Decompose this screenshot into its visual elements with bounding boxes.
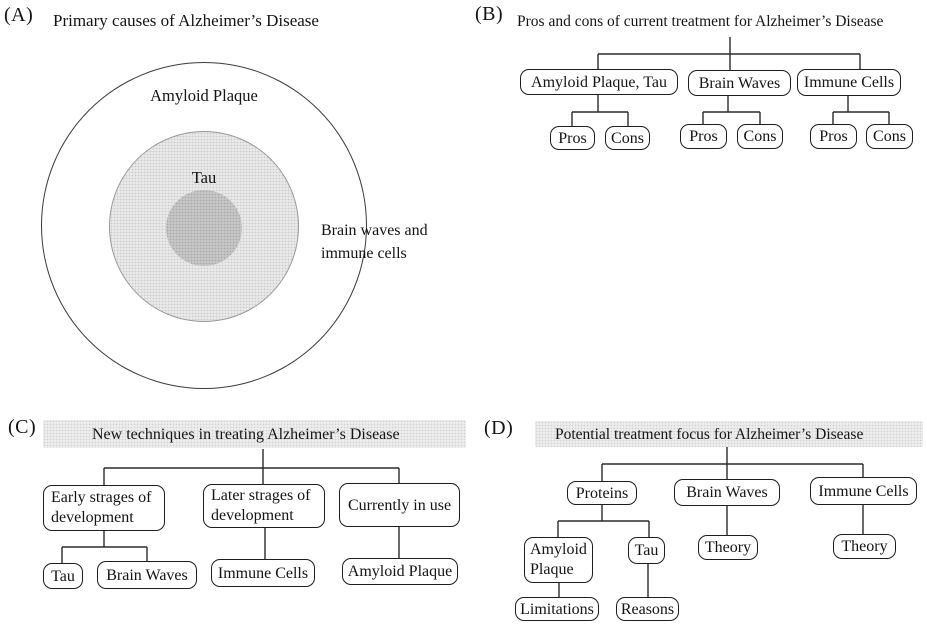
c-node-later-stages: Later strages of development	[203, 484, 325, 528]
c-node-early-stages: Early strages of development	[43, 485, 165, 531]
d-node-tau: Tau	[628, 537, 665, 564]
c-later-line-2: development	[211, 507, 294, 524]
b-node-pros-3: Pros	[810, 124, 857, 149]
c-node-brain-waves: Brain Waves	[97, 561, 197, 589]
b-node-cons-2: Cons	[737, 124, 783, 149]
panel-a-label: (A)	[4, 4, 34, 26]
panel-c-title: New techniques in treating Alzheimer’s D…	[92, 426, 400, 443]
d-node-immune-cells: Immune Cells	[810, 477, 917, 505]
c-later-line-1: Later strages of	[211, 487, 311, 504]
callout-line-1: Brain waves and	[321, 222, 428, 239]
b-node-brain-waves: Brain Waves	[688, 70, 791, 96]
panel-d-title: Potential treatment focus for Alzheimer’…	[555, 426, 864, 443]
middle-ring-label: Tau	[191, 168, 217, 187]
outer-ring-label: Amyloid Plaque	[150, 86, 258, 105]
panel-d-label: (D)	[484, 417, 514, 439]
c-early-line-1: Early strages of	[51, 489, 152, 506]
b-node-amyloid-plaque-tau: Amyloid Plaque, Tau	[520, 69, 678, 95]
c-early-line-2: development	[51, 509, 134, 526]
callout-line-2: immune cells	[321, 245, 407, 262]
c-node-tau: Tau	[43, 563, 83, 589]
panel-a-title: Primary causes of Alzheimer’s Disease	[53, 11, 319, 30]
b-node-pros-2: Pros	[680, 124, 727, 149]
d-node-brain-waves: Brain Waves	[674, 479, 780, 506]
panel-c-title-highlight	[43, 420, 466, 448]
b-node-pros-1: Pros	[550, 126, 595, 150]
c-node-currently-in-use: Currently in use	[339, 483, 460, 527]
panel-d-title-highlight	[535, 421, 923, 447]
b-node-immune-cells: Immune Cells	[797, 69, 901, 96]
d-node-proteins: Proteins	[567, 481, 637, 505]
d-node-theory-immune-cells: Theory	[833, 534, 896, 559]
d-amyloid-line-1: Amyloid	[530, 541, 587, 558]
d-node-theory-brain-waves: Theory	[698, 535, 758, 560]
inner-circle-brain-waves-immune-cells	[166, 190, 242, 266]
panel-c-label: (C)	[8, 416, 37, 438]
d-amyloid-line-2: Plaque	[530, 561, 574, 578]
c-node-immune-cells: Immune Cells	[211, 559, 315, 587]
d-node-reasons: Reasons	[616, 597, 679, 621]
panel-b-title: Pros and cons of current treatment for A…	[517, 13, 884, 30]
panel-b-label: (B)	[475, 3, 504, 25]
b-node-cons-1: Cons	[605, 126, 650, 150]
b-node-cons-3: Cons	[866, 124, 913, 149]
c-node-amyloid-plaque: Amyloid Plaque	[342, 558, 458, 585]
d-node-amyloid-plaque: Amyloid Plaque	[524, 537, 593, 583]
inner-circle-callout-label: Brain waves and immune cells	[321, 219, 428, 265]
d-node-limitations: Limitations	[515, 597, 599, 621]
